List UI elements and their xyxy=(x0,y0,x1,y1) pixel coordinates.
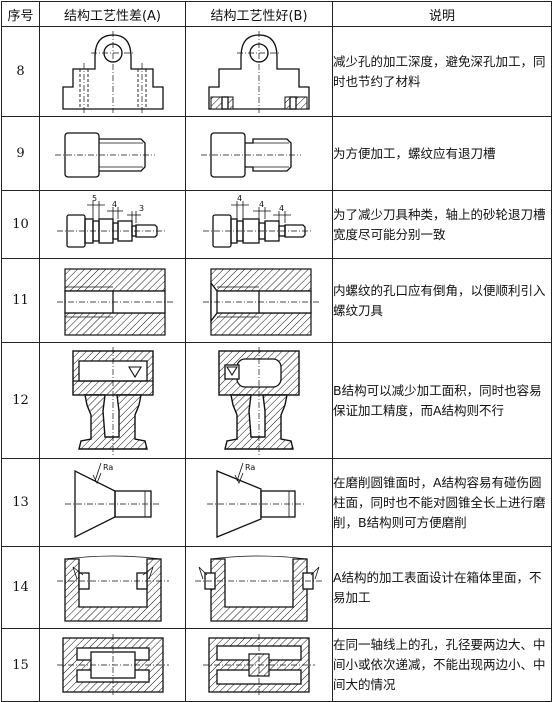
row-index: 13 xyxy=(1,458,40,547)
table-row: 9 为方便加工，螺纹应有退刀槽 xyxy=(1,116,552,191)
figure-good-coaxial-holes xyxy=(185,628,333,702)
header-index: 序号 xyxy=(1,1,40,27)
table-row: 13 Ra xyxy=(1,458,552,547)
figure-bad-cone-grinding: Ra xyxy=(39,458,186,547)
figure-bad-internal-thread xyxy=(39,258,186,343)
row-note: 为方便加工，螺纹应有退刀槽 xyxy=(332,116,552,191)
table-row: 14 xyxy=(1,546,552,629)
table-header-row: 序号 结构工艺性差(A) 结构工艺性好(B) 说明 xyxy=(1,1,552,27)
row-note: 在同一轴线上的孔，孔径要两边大、中间小或依次递减，不能出现两边小、中间大的情况 xyxy=(332,628,552,702)
dim-label: 4 xyxy=(279,204,284,213)
row-index: 10 xyxy=(1,190,40,259)
table-row: 11 xyxy=(1,258,552,343)
figure-bad-threaded-shaft xyxy=(39,116,186,191)
figure-good-cone-grinding: Ra xyxy=(185,458,333,547)
figure-bad-grinding-grooves: 5 4 3 xyxy=(39,190,186,259)
figure-bad-coaxial-holes xyxy=(39,628,186,702)
dim-label: 3 xyxy=(139,204,144,213)
row-index: 11 xyxy=(1,258,40,343)
figure-good-threaded-shaft xyxy=(185,116,333,191)
row-note: B结构可以减少加工面积，同时也容易保证加工精度，而A结构则不行 xyxy=(332,342,552,459)
row-index: 12 xyxy=(1,342,40,459)
figure-good-internal-thread xyxy=(185,258,333,343)
dim-label: 4 xyxy=(112,200,117,209)
figure-bad-bracket xyxy=(39,26,186,117)
row-index: 15 xyxy=(1,628,40,702)
header-note: 说明 xyxy=(332,1,552,27)
dim-label: 4 xyxy=(237,194,242,203)
figure-good-grinding-grooves: 4 4 4 xyxy=(185,190,333,259)
dim-label: 5 xyxy=(92,194,97,203)
row-note: 减少孔的加工深度，避免深孔加工，同时也节约了材料 xyxy=(332,26,552,117)
header-good-structure: 结构工艺性好(B) xyxy=(185,1,333,27)
row-note: 内螺纹的孔口应有倒角，以便顺利引入螺纹刀具 xyxy=(332,258,552,343)
roughness-label: Ra xyxy=(103,463,113,472)
table-row: 10 xyxy=(1,190,552,259)
table-row: 15 xyxy=(1,628,552,702)
figure-good-housing-outer-face xyxy=(185,546,333,629)
table-row: 8 xyxy=(1,26,552,117)
roughness-label: Ra xyxy=(245,463,255,472)
row-index: 8 xyxy=(1,26,40,117)
row-note: A结构的加工表面设计在箱体里面，不易加工 xyxy=(332,546,552,629)
table-row: 12 xyxy=(1,342,552,459)
figure-bad-housing-inner-face xyxy=(39,546,186,629)
dim-label: 4 xyxy=(259,200,264,209)
row-note: 在磨削圆锥面时，A结构容易有碰伤圆柱面，同时也不能对圆锥全长上进行磨削，B结构则… xyxy=(332,458,552,547)
figure-good-machining-area xyxy=(185,342,333,459)
figure-bad-machining-area xyxy=(39,342,186,459)
header-bad-structure: 结构工艺性差(A) xyxy=(39,1,186,27)
figure-good-bracket xyxy=(185,26,333,117)
row-note: 为了减少刀具种类，轴上的砂轮退刀槽宽度尽可能分别一致 xyxy=(332,190,552,259)
row-index: 9 xyxy=(1,116,40,191)
row-index: 14 xyxy=(1,546,40,629)
